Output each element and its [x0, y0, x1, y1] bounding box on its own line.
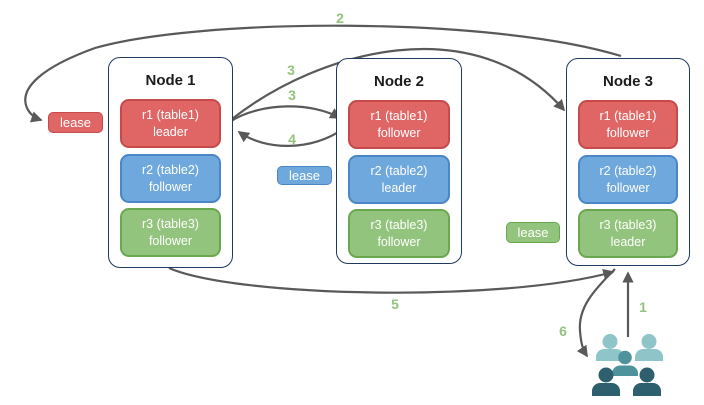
step-label-6: 6: [559, 323, 567, 339]
replica-name: r1 (table1): [370, 109, 428, 124]
replica-role: follower: [148, 233, 193, 248]
step-label-5: 5: [391, 296, 399, 312]
replica-name: r1 (table1): [142, 108, 199, 123]
users-icon: [592, 334, 663, 396]
replica-name: r2 (table2): [599, 164, 657, 179]
replica-role: leader: [153, 124, 188, 139]
replica-role: follower: [606, 125, 650, 140]
node-2-title: Node 2: [373, 73, 424, 90]
replica-role: follower: [377, 234, 421, 249]
node1-replica-r1: r1 (table1) leader: [120, 99, 221, 148]
lease-tag-table2: lease: [277, 166, 332, 185]
node-1: Node 1 r1 (table1) leader r2 (table2) fo…: [108, 57, 233, 268]
node3-replica-r3: r3 (table3) leader: [578, 209, 678, 258]
node-3-title: Node 3: [602, 73, 653, 90]
replica-role: follower: [148, 179, 193, 194]
node2-replica-r1: r1 (table1) follower: [348, 100, 450, 149]
replica-name: r3 (table3): [142, 217, 199, 232]
node2-replica-r3: r3 (table3) follower: [348, 209, 450, 258]
lease-tag-table3: lease: [506, 222, 560, 243]
arrow-5: [168, 266, 615, 294]
lease-tag-table1: lease: [48, 112, 103, 133]
replica-name: r2 (table2): [142, 163, 199, 178]
node3-replica-r2: r2 (table2) follower: [578, 155, 678, 204]
step-label-3a: 3: [287, 62, 295, 78]
step-label-2: 2: [336, 10, 344, 26]
step-label-1: 1: [639, 299, 647, 315]
node-3: Node 3 r1 (table1) follower r2 (table2) …: [566, 58, 690, 266]
node-1-title: Node 1: [145, 72, 196, 89]
replica-role: follower: [377, 125, 421, 140]
replica-role: follower: [606, 180, 650, 195]
step-label-3b: 3: [288, 87, 296, 103]
replica-role: leader: [381, 180, 417, 195]
replica-name: r1 (table1): [599, 109, 657, 124]
replica-role: leader: [610, 234, 646, 249]
node3-replica-r1: r1 (table1) follower: [578, 100, 678, 149]
node-2: Node 2 r1 (table1) follower r2 (table2) …: [336, 58, 462, 264]
node1-replica-r2: r2 (table2) follower: [120, 154, 221, 203]
node2-replica-r2: r2 (table2) leader: [348, 155, 450, 204]
replica-name: r3 (table3): [370, 218, 428, 233]
arrow-3-to-node2: [230, 105, 342, 122]
node1-replica-r3: r3 (table3) follower: [120, 208, 221, 257]
replica-name: r2 (table2): [370, 164, 428, 179]
step-label-4: 4: [288, 131, 296, 147]
replica-name: r3 (table3): [599, 218, 657, 233]
